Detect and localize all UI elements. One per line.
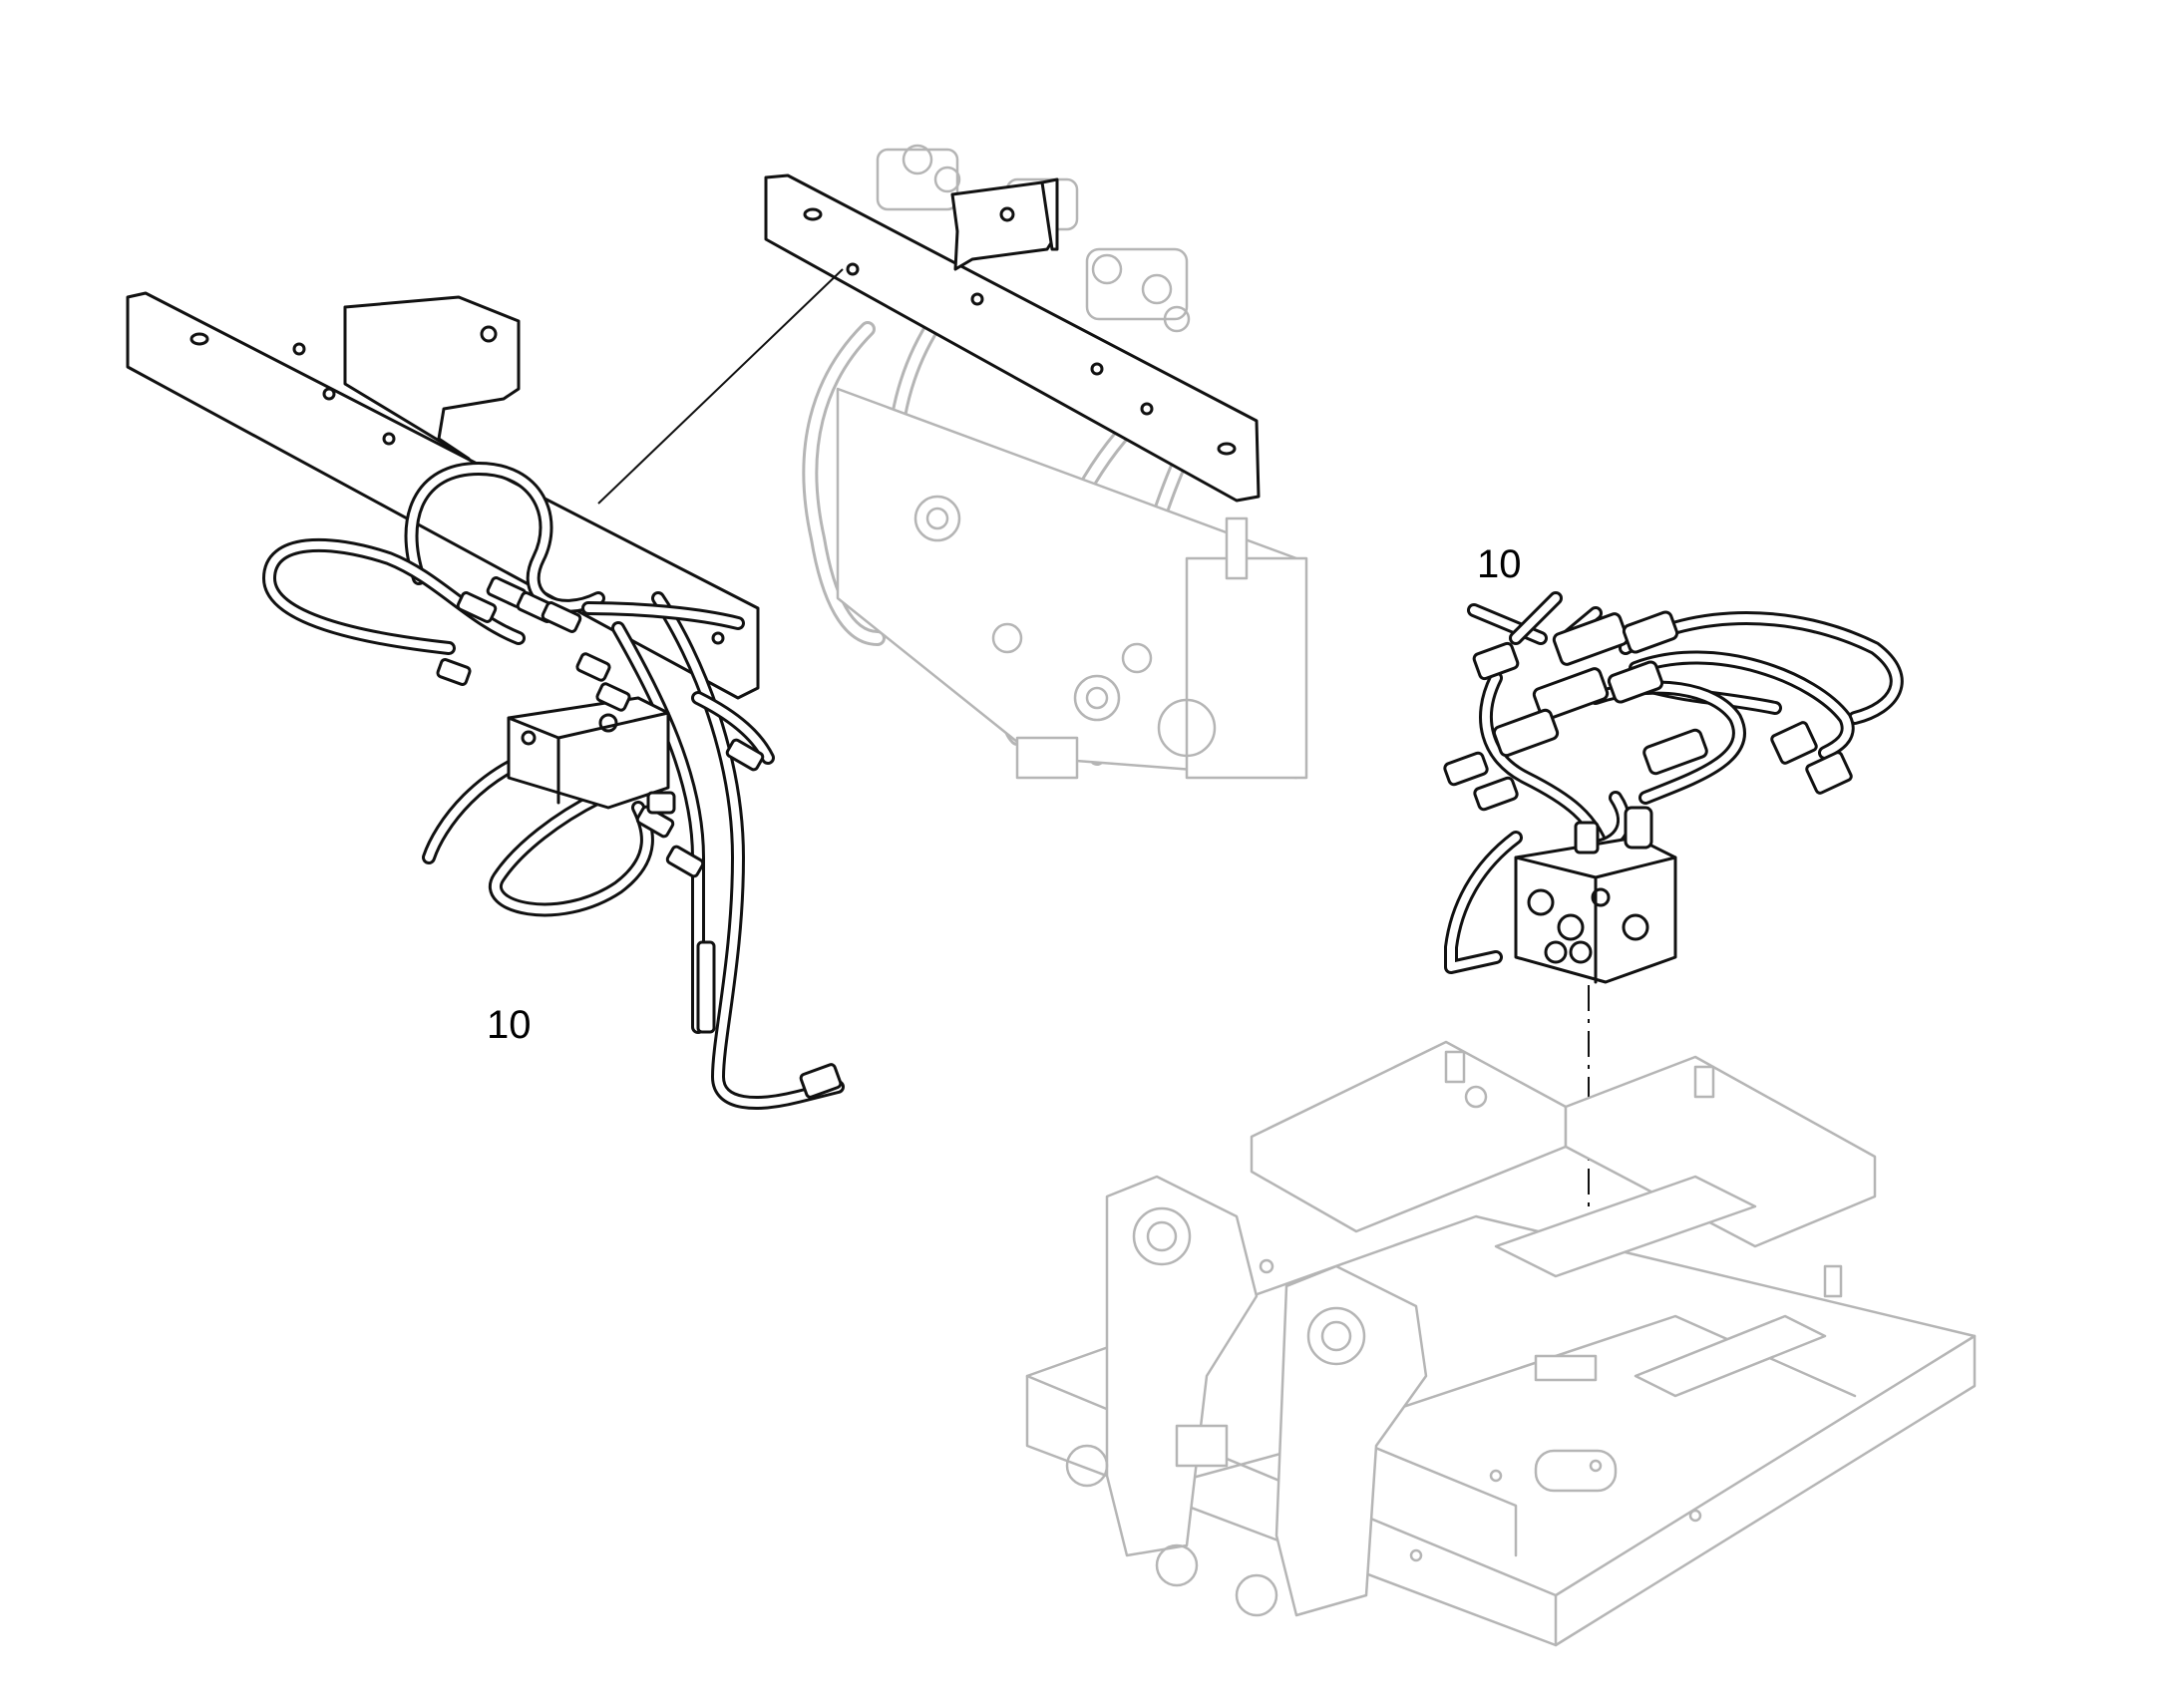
callout-label-left: 10 xyxy=(487,1003,532,1047)
electrical-connector xyxy=(1770,721,1818,765)
callout-label-right: 10 xyxy=(1477,542,1522,586)
valve-block-left xyxy=(507,696,670,810)
left-hose-assembly xyxy=(126,291,845,1110)
machine-frame-ghost xyxy=(1025,1040,1977,1647)
quick-couplers xyxy=(1443,610,1708,812)
leader-line xyxy=(597,268,844,505)
electrical-connector xyxy=(1805,751,1853,795)
right-hose-assembly xyxy=(1443,591,1904,984)
mounting-bracket-top xyxy=(764,173,1261,503)
fittings-left xyxy=(436,576,843,1099)
control-valve-assembly-ghost xyxy=(802,144,1308,780)
